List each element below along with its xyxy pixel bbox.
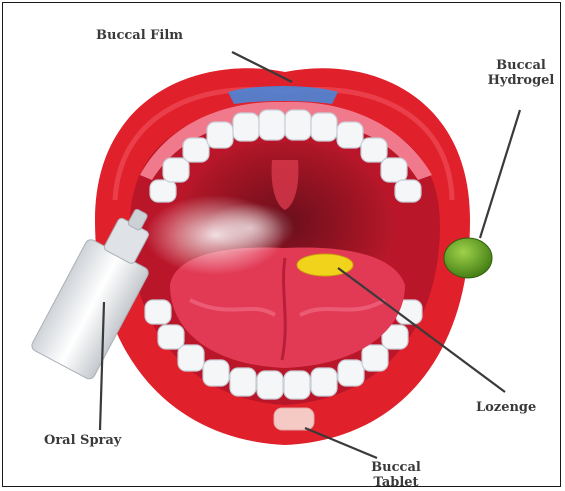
- label-buccal-tablet-line2: Tablet: [361, 475, 431, 490]
- label-buccal-hydrogel-line1: Buccal: [476, 58, 565, 73]
- label-buccal-tablet: Buccal Tablet: [361, 460, 431, 490]
- label-oral-spray-text: Oral Spray: [44, 433, 121, 448]
- label-oral-spray: Oral Spray: [44, 433, 121, 448]
- spray-mist-inner: [205, 203, 295, 253]
- label-lozenge-text: Lozenge: [476, 400, 536, 415]
- label-buccal-hydrogel: Buccal Hydrogel: [476, 58, 565, 88]
- label-buccal-tablet-line1: Buccal: [361, 460, 431, 475]
- label-buccal-hydrogel-line2: Hydrogel: [476, 73, 565, 88]
- buccal-tablet-shape: [274, 408, 314, 430]
- label-buccal-film-text: Buccal Film: [96, 28, 183, 43]
- buccal-hydrogel-shape: [444, 238, 492, 278]
- label-buccal-film: Buccal Film: [96, 28, 183, 43]
- label-lozenge: Lozenge: [476, 400, 536, 415]
